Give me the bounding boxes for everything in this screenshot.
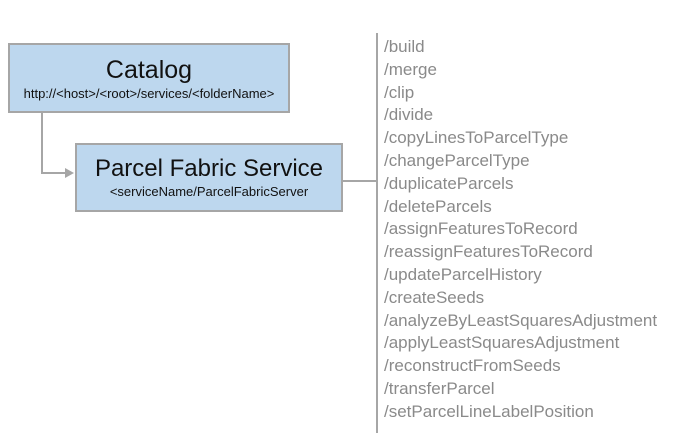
- endpoint-item: /transferParcel: [384, 378, 495, 398]
- endpoint-bracket-line: [376, 33, 378, 433]
- connector-horizontal-segment: [41, 172, 67, 174]
- endpoint-item: /changeParcelType: [384, 150, 530, 170]
- parcel-fabric-service-node: Parcel Fabric Service <serviceName/Parce…: [75, 143, 343, 212]
- arrow-right-icon: [65, 168, 74, 178]
- service-subtitle: <serviceName/ParcelFabricServer: [109, 184, 309, 200]
- endpoint-item: /applyLeastSquaresAdjustment: [384, 333, 620, 353]
- connector-vertical-segment: [41, 113, 43, 174]
- endpoint-item: /setParcelLineLabelPosition: [384, 401, 594, 421]
- endpoint-item: /build: [384, 37, 425, 56]
- endpoint-item: /clip: [384, 82, 415, 102]
- endpoint-item: /deleteParcels: [384, 196, 492, 216]
- catalog-title: Catalog: [105, 55, 193, 84]
- endpoint-item: /updateParcelHistory: [384, 264, 542, 284]
- endpoint-item: /duplicateParcels: [384, 173, 514, 193]
- endpoint-item: /analyzeByLeastSquaresAdjustment: [384, 310, 658, 330]
- endpoint-item: /divide: [384, 105, 434, 125]
- endpoint-list: /build/merge/clip/divide/copyLinesToParc…: [384, 36, 657, 424]
- endpoint-item: /reassignFeaturesToRecord: [384, 242, 593, 262]
- service-to-endpoints-connector: [343, 180, 376, 182]
- catalog-node: Catalog http://<host>/<root>/services/<f…: [8, 43, 290, 113]
- endpoint-item: /copyLinesToParcelType: [384, 128, 569, 148]
- endpoint-item: /merge: [384, 59, 437, 79]
- service-title: Parcel Fabric Service: [94, 154, 324, 182]
- endpoint-item: /createSeeds: [384, 287, 485, 307]
- catalog-url: http://<host>/<root>/services/<folderNam…: [23, 85, 275, 101]
- endpoint-item: /reconstructFromSeeds: [384, 356, 561, 376]
- endpoint-item: /assignFeaturesToRecord: [384, 219, 578, 239]
